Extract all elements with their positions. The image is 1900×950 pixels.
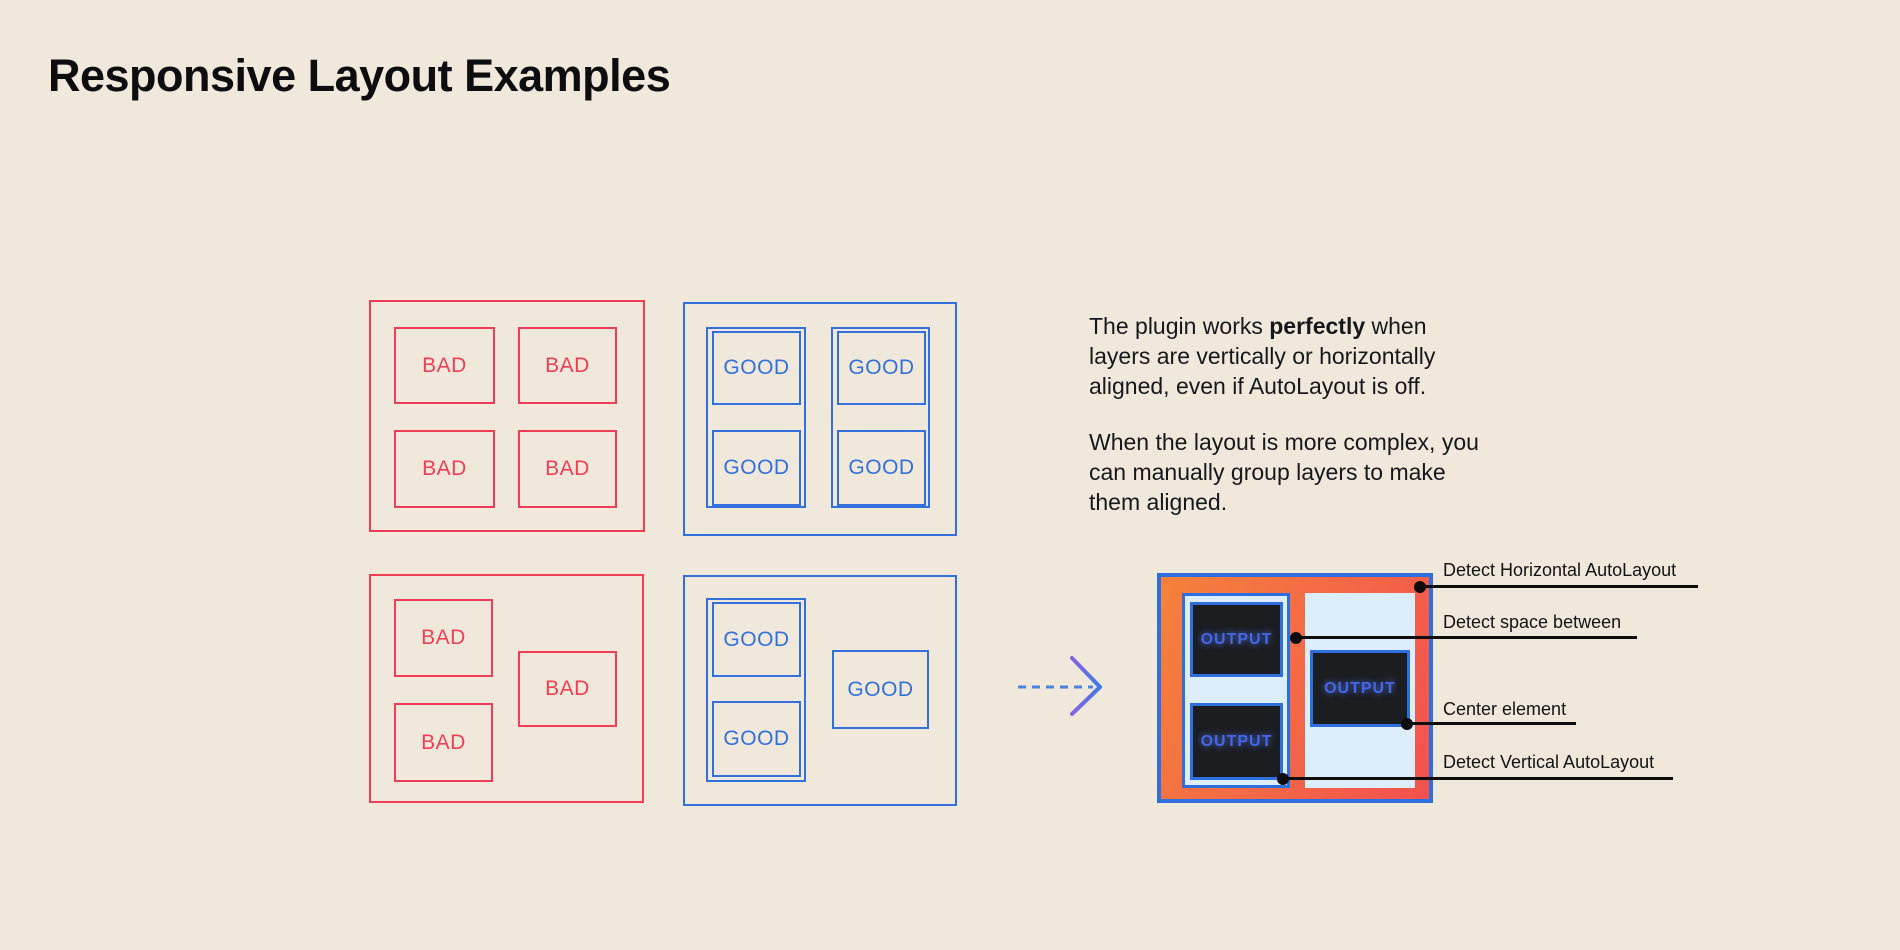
annotation-label: Detect space between bbox=[1443, 612, 1622, 632]
annotation-dot bbox=[1414, 581, 1426, 593]
page-title: Responsive Layout Examples bbox=[48, 50, 671, 101]
bad-aligned-frame: BAD BAD BAD BAD bbox=[369, 300, 645, 532]
bad-box: BAD bbox=[394, 599, 493, 677]
annotation-line bbox=[1283, 777, 1673, 780]
good-box: GOOD bbox=[837, 331, 926, 405]
output-preview: OUTPUT OUTPUT OUTPUT bbox=[1157, 573, 1433, 803]
bad-box: BAD bbox=[518, 430, 617, 508]
good-box: GOOD bbox=[712, 430, 801, 506]
bad-box: BAD bbox=[518, 651, 617, 727]
annotation-dot bbox=[1290, 632, 1302, 644]
good-box: GOOD bbox=[712, 701, 801, 777]
bad-box: BAD bbox=[394, 327, 495, 404]
bad-box: BAD bbox=[394, 430, 495, 508]
good-box: GOOD bbox=[712, 331, 801, 405]
bad-complex-frame: BAD BAD BAD bbox=[369, 574, 644, 803]
annotation-dot bbox=[1401, 718, 1413, 730]
annotation-dot bbox=[1277, 773, 1289, 785]
good-complex-frame: GOOD GOOD GOOD bbox=[683, 575, 957, 806]
description-paragraph-2: When the layout is more complex, you can… bbox=[1089, 429, 1479, 515]
arrow-right-icon bbox=[1018, 656, 1102, 716]
output-box: OUTPUT bbox=[1190, 703, 1283, 780]
good-group-left: GOOD GOOD bbox=[706, 327, 806, 508]
good-box: GOOD bbox=[712, 602, 801, 677]
annotation-line bbox=[1420, 585, 1698, 588]
output-right-panel: OUTPUT bbox=[1305, 593, 1415, 788]
annotation-line bbox=[1407, 722, 1576, 725]
good-group: GOOD GOOD bbox=[706, 598, 806, 782]
bad-box: BAD bbox=[394, 703, 493, 782]
good-aligned-frame: GOOD GOOD GOOD GOOD bbox=[683, 302, 957, 536]
good-box: GOOD bbox=[832, 650, 929, 729]
good-group-right: GOOD GOOD bbox=[831, 327, 930, 508]
annotation-line bbox=[1296, 636, 1637, 639]
good-box: GOOD bbox=[837, 430, 926, 506]
description-text: The plugin works perfectly when layers a… bbox=[1089, 311, 1479, 517]
annotation-label: Detect Horizontal AutoLayout bbox=[1443, 560, 1677, 580]
annotation-label: Detect Vertical AutoLayout bbox=[1443, 752, 1655, 772]
output-box: OUTPUT bbox=[1190, 602, 1283, 677]
output-box: OUTPUT bbox=[1310, 650, 1410, 727]
description-paragraph-1: The plugin works perfectly when layers a… bbox=[1089, 313, 1436, 399]
output-left-column: OUTPUT OUTPUT bbox=[1182, 593, 1290, 788]
bad-box: BAD bbox=[518, 327, 617, 404]
annotation-label: Center element bbox=[1443, 699, 1567, 719]
